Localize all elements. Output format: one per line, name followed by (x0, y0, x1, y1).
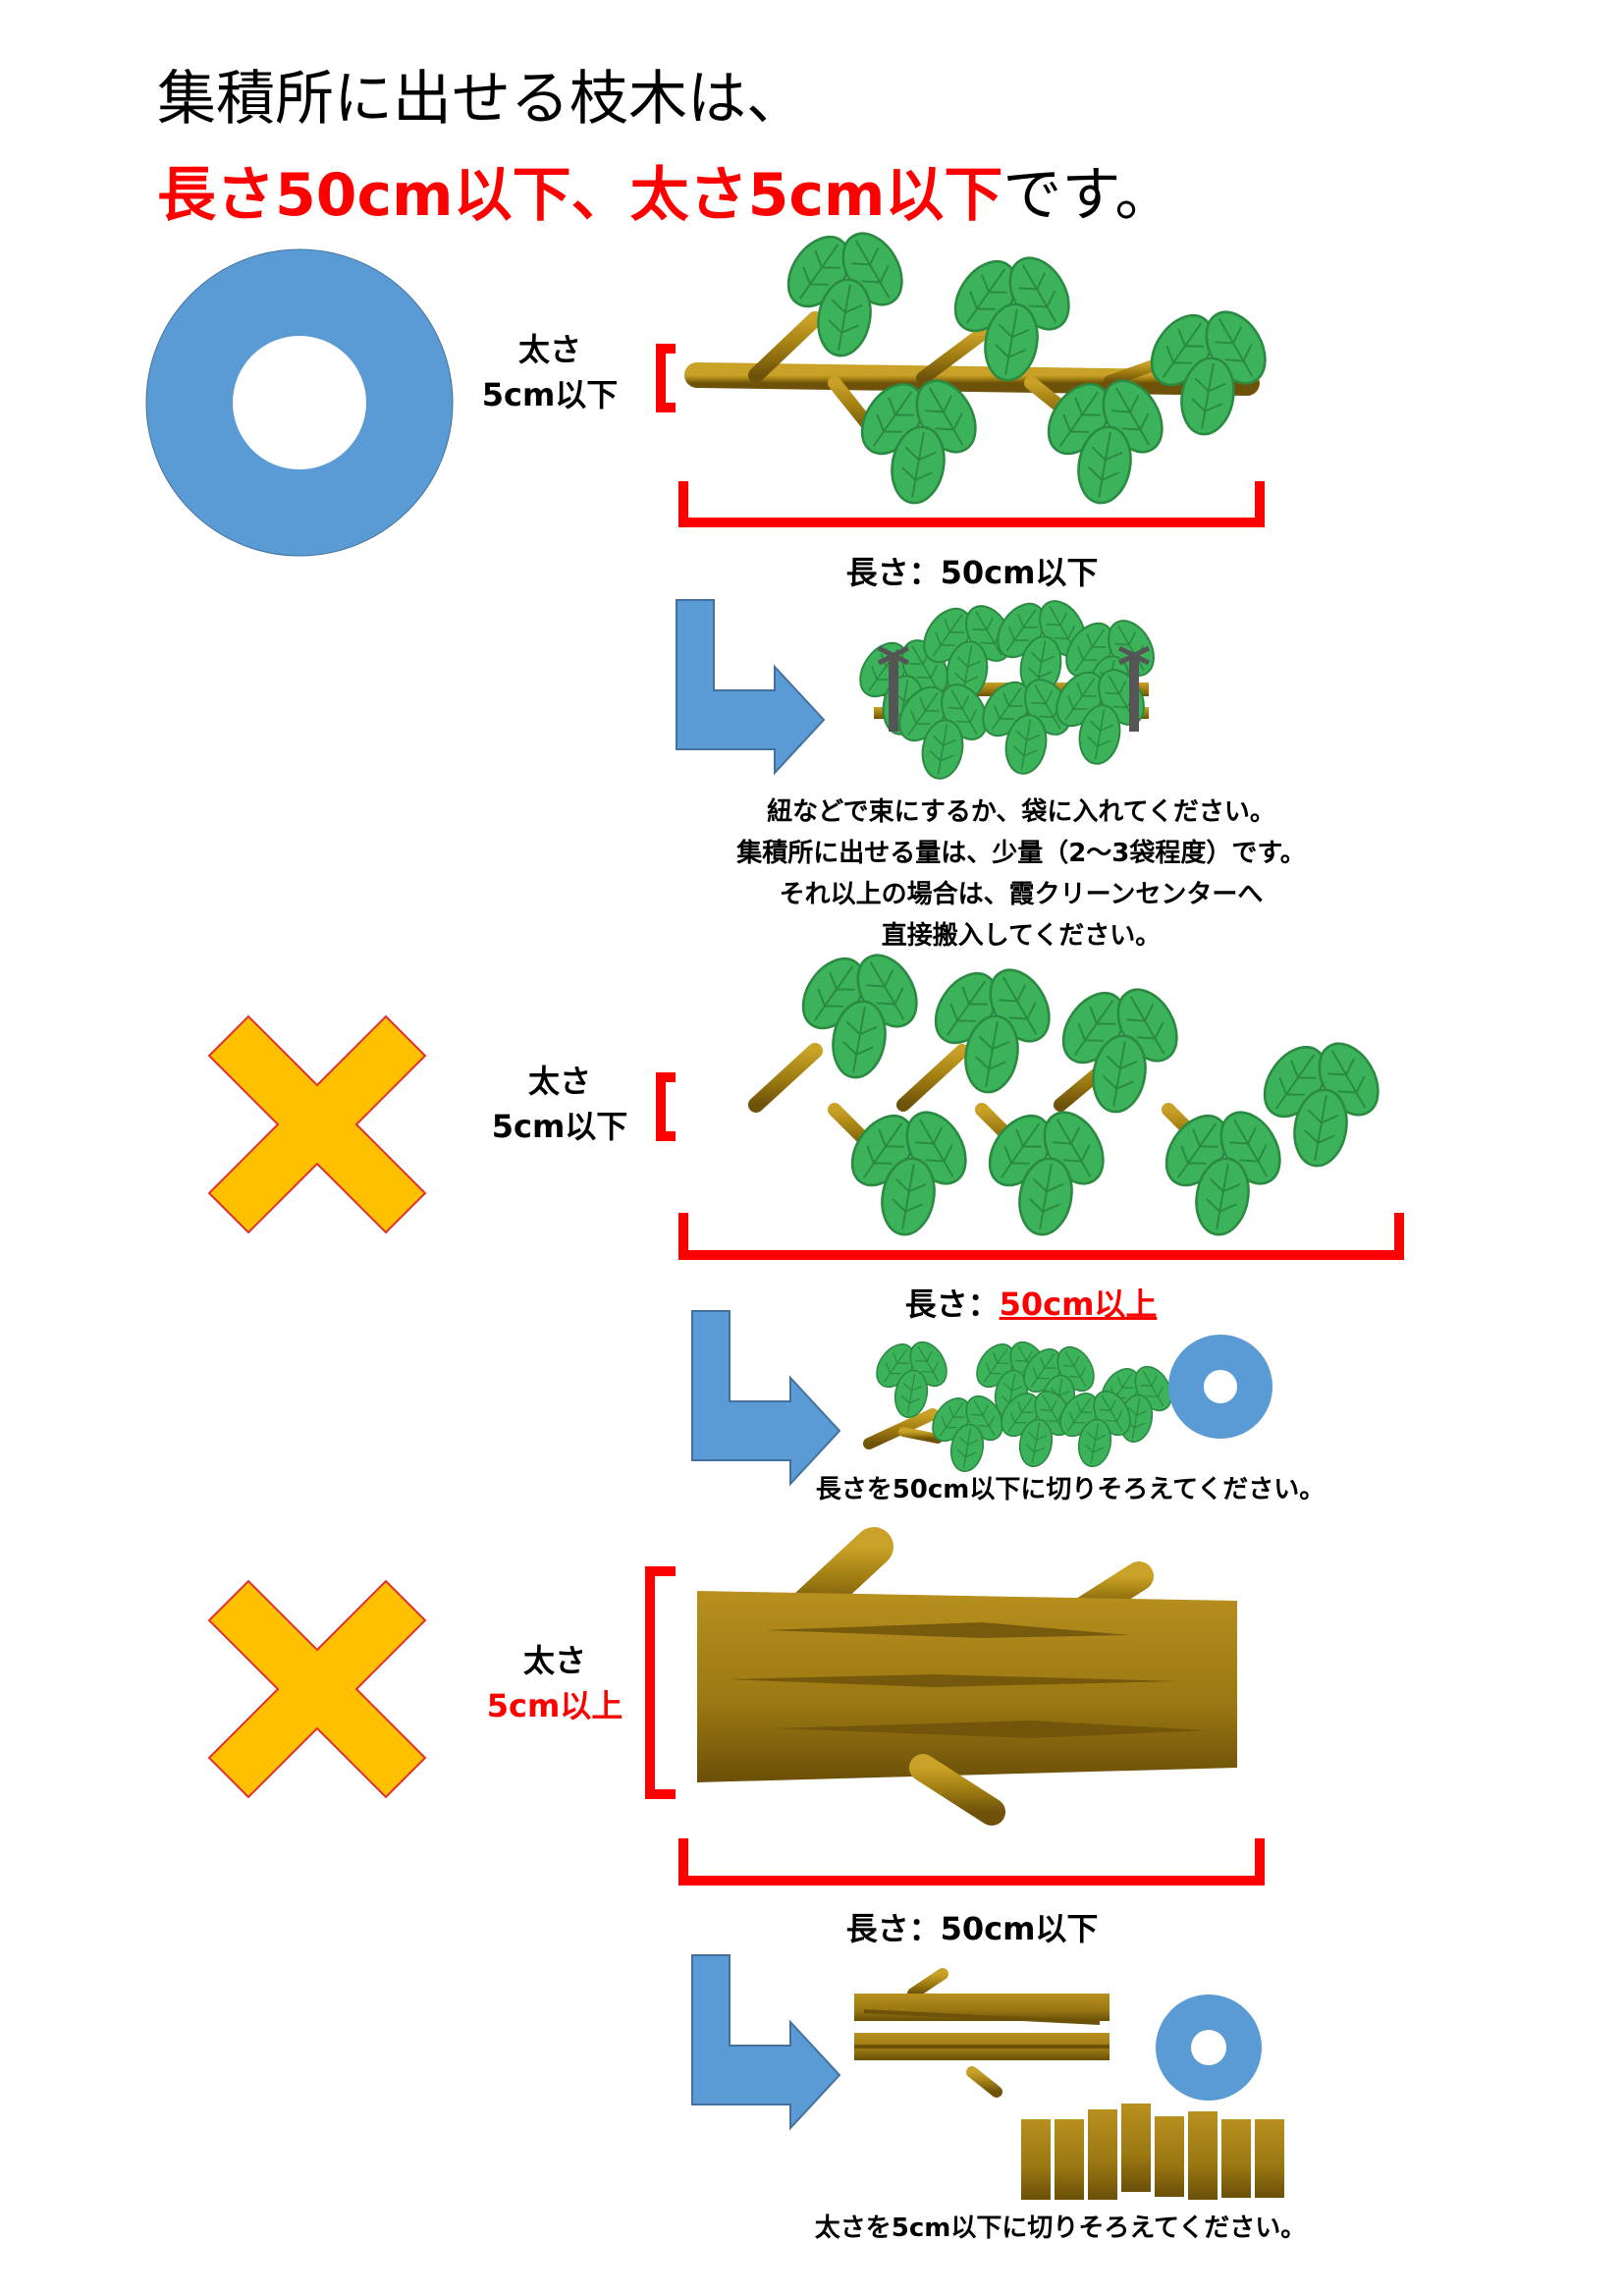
split-log-illustration (854, 1968, 1110, 2098)
arrow-icon (676, 599, 825, 774)
long-branch-illustration (689, 945, 1390, 1238)
ng-cross-icon (208, 1580, 426, 1798)
note-line: 集積所に出せる量は、少量（2～3袋程度）です。 (736, 839, 1306, 868)
length-value: 50cm以上 (999, 1285, 1158, 1323)
title-highlight: 長さ50cm以下、太さ5cm以下 (157, 161, 1003, 230)
ng-cross-icon (208, 1015, 426, 1233)
thickness-label: 太さ 5cm以下 (486, 1059, 633, 1149)
thickness-title: 太さ (522, 1642, 586, 1679)
thickness-value: 5cm以下 (481, 376, 619, 413)
thickness-label: 太さ 5cm以上 (481, 1638, 628, 1728)
ok-circle-icon (1168, 1335, 1272, 1439)
ok-circle-icon (1156, 1995, 1262, 2101)
note-line: 直接搬入してください。 (881, 921, 1162, 951)
length-bracket (678, 1838, 1265, 1886)
thickness-bracket (656, 1072, 676, 1141)
disposal-note: 紐などで束にするか、袋に入れてください。 集積所に出せる量は、少量（2～3袋程度… (677, 792, 1365, 957)
thickness-value: 5cm以下 (491, 1108, 628, 1145)
chopped-pieces-illustration (1021, 2104, 1284, 2200)
length-bracket (678, 481, 1265, 527)
note-line: 紐などで束にするか、袋に入れてください。 (767, 797, 1275, 827)
length-label: 長さ：50cm以下 (845, 1910, 1099, 1947)
length-label: 長さ：50cm以上 (864, 1282, 1198, 1327)
length-label: 長さ：50cm以下 (845, 554, 1099, 591)
length-prefix: 長さ： (904, 1285, 1000, 1323)
title-line-1: 集積所に出せる枝木は、 (157, 65, 805, 134)
thickness-title: 太さ (517, 331, 581, 368)
cut-instruction: 長さを50cm以下に切りそろえてください。 (815, 1475, 1326, 1504)
cut-branches-illustration (863, 1336, 1178, 1474)
thickness-bracket (656, 344, 676, 412)
note-line: それ以上の場合は、霞クリーンセンターへ (779, 880, 1264, 909)
thickness-bracket (645, 1566, 676, 1799)
bundled-branches-illustration (850, 593, 1163, 782)
length-bracket (678, 1213, 1404, 1260)
thickness-value: 5cm以上 (486, 1687, 623, 1724)
thickness-title: 太さ (527, 1063, 591, 1100)
thick-log-illustration (697, 1527, 1237, 1826)
arrow-icon (691, 1954, 840, 2129)
arrow-icon (691, 1310, 840, 1485)
ok-circle-icon (145, 248, 454, 557)
cut-instruction: 太さを5cm以下に切りそろえてください。 (814, 2214, 1307, 2243)
branch-illustration (684, 223, 1277, 507)
title-tail: です。 (1002, 161, 1174, 230)
title-line-2: 長さ50cm以下、太さ5cm以下です。 (157, 147, 1173, 233)
thickness-label: 太さ 5cm以下 (476, 327, 623, 417)
